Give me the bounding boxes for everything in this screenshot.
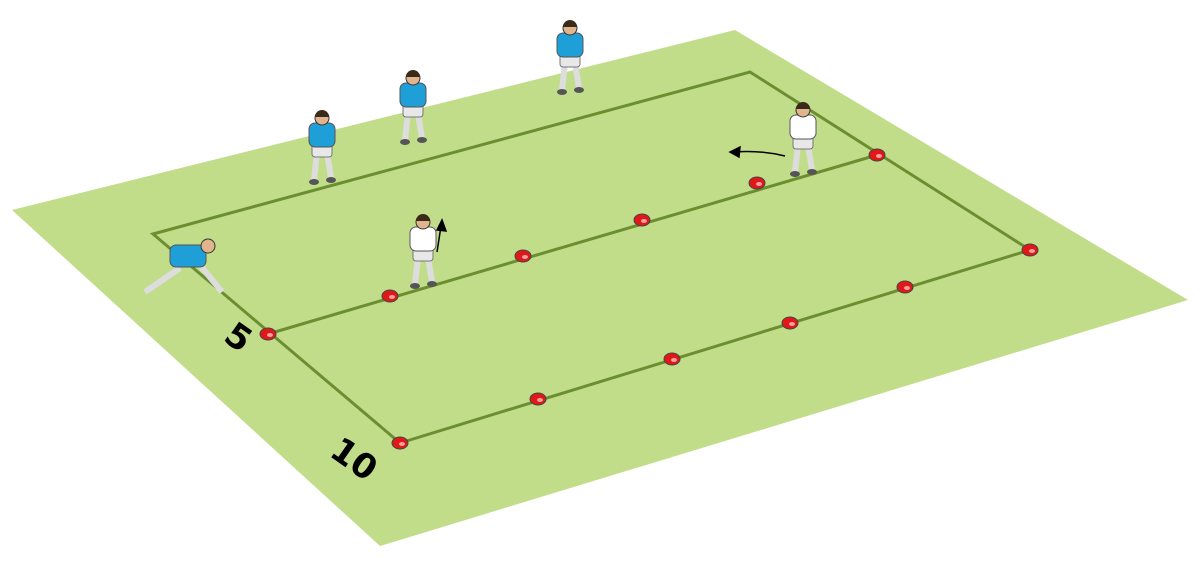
attacker-player (556, 20, 584, 95)
cone-marker (896, 280, 914, 294)
field-lines (149, 70, 1034, 445)
cone-marker (514, 249, 532, 263)
cone-marker (391, 436, 409, 450)
five-metre-line (267, 153, 878, 336)
cone-marker (259, 327, 277, 341)
cone-marker (663, 352, 681, 366)
cone-marker (748, 176, 766, 190)
attacker-player (399, 70, 427, 145)
cone-marker (381, 289, 399, 303)
cone-marker (1021, 243, 1039, 257)
movement-arrows (435, 145, 786, 253)
cone-marker (529, 392, 547, 406)
defender-player (789, 102, 817, 177)
cone-marker (868, 148, 886, 162)
attacker-player (308, 110, 336, 185)
pitch (12, 30, 1188, 546)
cone-marker (781, 316, 799, 330)
cone-marker (633, 213, 651, 227)
players (143, 20, 817, 295)
cones (259, 148, 1039, 450)
attacker-player (143, 238, 225, 295)
outer-boundary (149, 70, 1034, 445)
defender-player (409, 214, 437, 289)
